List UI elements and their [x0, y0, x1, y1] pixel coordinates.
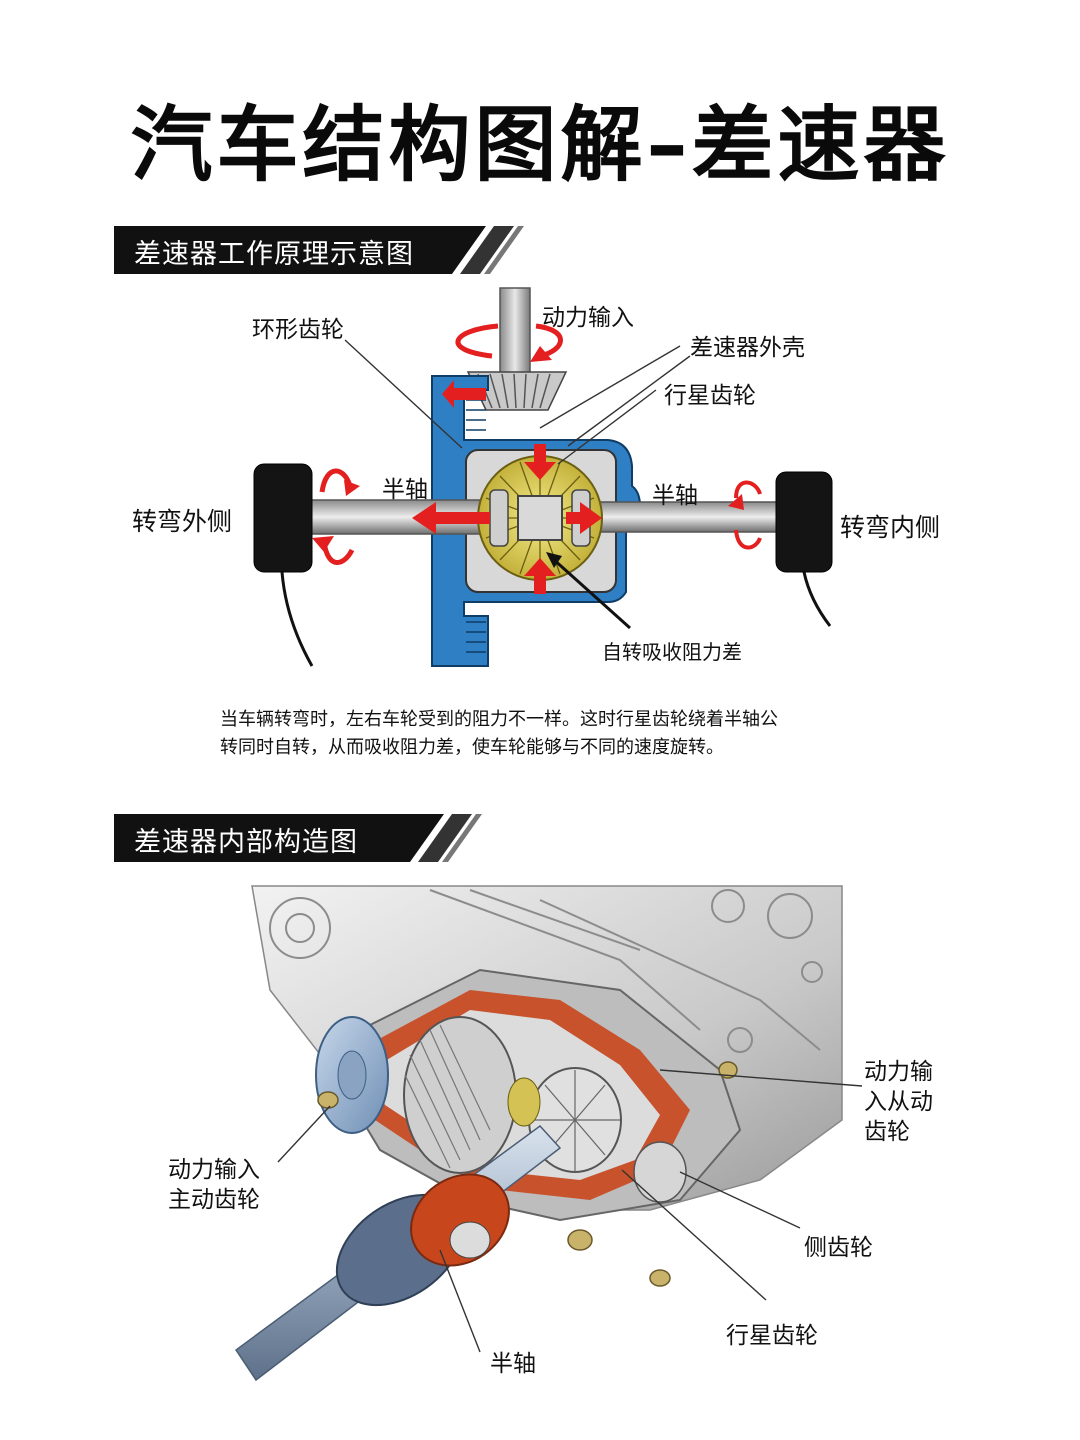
principle-description: 当车辆转弯时，左右车轮受到的阻力不一样。这时行星齿轮绕着半轴公 转同时自转，从而…: [220, 706, 880, 762]
bolts: [317, 1061, 738, 1287]
cutaway-leader-lines: [277, 1069, 863, 1353]
section-bar-shape: [114, 226, 524, 274]
planet-gear-cutaway-label: 行星齿轮: [726, 1323, 818, 1349]
power-input-label: 动力输入: [542, 305, 634, 331]
turn-inner-label: 转弯内侧: [840, 513, 941, 542]
drive-gear-label-2: 主动齿轮: [168, 1187, 260, 1213]
drive-gear-label-1: 动力输入: [168, 1157, 260, 1183]
section-heading-text: 差速器工作原理示意图: [134, 239, 414, 270]
ring-gear-label: 环形齿轮: [252, 317, 344, 343]
force-arrows: [412, 444, 602, 594]
outer-wheel: [253, 463, 313, 573]
turn-outer-label: 转弯外侧: [132, 507, 233, 536]
differential-cutaway-illustration: [234, 885, 863, 1382]
side-gear-label: 侧齿轮: [804, 1235, 873, 1261]
half-shaft-cutaway-label: 半轴: [490, 1351, 536, 1377]
description-line-1: 当车辆转弯时，左右车轮受到的阻力不一样。这时行星齿轮绕着半轴公: [220, 709, 778, 730]
self-rotate-pointer: [546, 552, 632, 630]
planet-gear-label: 行星齿轮: [664, 383, 756, 409]
left-half-shaft-label: 半轴: [382, 477, 428, 503]
leader-lines: [344, 339, 691, 465]
section-heading-text: 差速器内部构造图: [134, 827, 358, 858]
section-heading-structure: 差速器内部构造图: [114, 814, 524, 862]
page-title: 汽车结构图解–差速器: [130, 98, 950, 193]
inner-wheel: [775, 471, 833, 573]
engine-block-details: [269, 889, 823, 1053]
right-shaft-rotation-arrow: [734, 480, 762, 550]
section-heading-principle: 差速器工作原理示意图: [114, 226, 524, 274]
self-rotate-label: 自转吸收阻力差: [602, 640, 742, 664]
input-rotation-arrow: [455, 323, 563, 359]
driven-gear-label-3: 齿轮: [864, 1119, 910, 1145]
driven-gear-label-2: 入从动: [864, 1089, 933, 1115]
input-shaft: [499, 287, 531, 381]
ring-gear: [403, 1016, 517, 1174]
housing-flow-arrow: [442, 380, 486, 408]
diff-housing-label: 差速器外壳: [690, 335, 805, 361]
inner-wheel-cable: [802, 571, 832, 627]
description-line-2: 转同时自转，从而吸收阻力差，使车轮能够与不同的速度旋转。: [220, 737, 724, 758]
outer-wheel-cable: [280, 571, 314, 667]
driven-gear-label-1: 动力输: [864, 1059, 933, 1085]
cv-boot: [335, 1173, 510, 1307]
differential-principle-diagram: [253, 287, 833, 667]
right-half-shaft-label: 半轴: [652, 483, 698, 509]
pinion-gear: [466, 371, 568, 411]
section-bar-shape: [114, 814, 482, 862]
